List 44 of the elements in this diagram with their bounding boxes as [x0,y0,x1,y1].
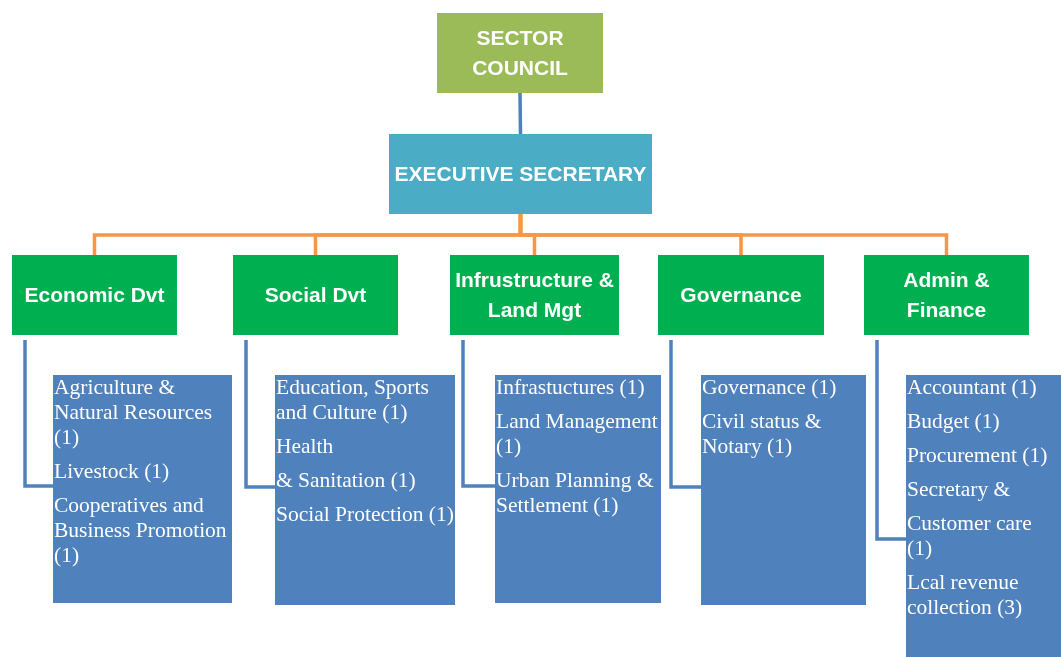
box-title: EXECUTIVE SECRETARY [394,161,647,187]
unit-item-text: Cooperatives and Business Promotion (1) [54,493,228,568]
box-title: Infrustructure & Land Mgt [454,267,615,323]
council-box [437,13,603,93]
unit-item-text: Health [276,434,335,459]
unit-item-text: Lcal revenue collection (3) [907,570,1024,620]
box-title: Social Dvt [264,282,367,308]
box-title: SECTOR COUNCIL [471,25,569,81]
unit-box [275,375,455,605]
org-branch-line [518,214,949,255]
department-box [12,255,177,335]
connector-line [875,340,906,541]
department-box [233,255,398,335]
unit-box [53,375,232,603]
unit-item-text: Civil status & Notary (1) [702,409,823,459]
connector-line [244,340,275,489]
unit-item-text: Infrastuctures (1) [496,375,646,400]
box-title: Admin & Finance [902,267,991,323]
unit-item-text: Livestock (1) [54,459,171,484]
unit-item-text: & Sanitation (1) [276,468,417,493]
unit-item-text: Education, Sports and Culture (1) [276,375,430,425]
box-title: Economic Dvt [24,282,165,308]
unit-item-text: Governance (1) [702,375,838,400]
unit-item-text: Agriculture & Natural Resources (1) [54,375,214,450]
department-box [450,255,619,335]
unit-item-text: Procurement (1) [907,443,1049,468]
connector-line [23,340,53,488]
connector-line [461,340,495,488]
box-title: Governance [680,282,802,308]
connector-line [669,340,701,489]
unit-item-text: Secretary & [907,477,1012,502]
unit-item-text: Accountant (1) [907,375,1038,400]
unit-item-text: Social Protection (1) [276,502,455,527]
unit-item-text: Customer care (1) [907,511,1033,561]
department-box [864,255,1029,335]
unit-item-text: Budget (1) [907,409,1001,434]
unit-box [701,375,866,605]
unit-item-text: Land Management (1) [496,409,659,459]
unit-box [495,375,661,603]
connector-line [518,92,523,135]
unit-item-text: Urban Planning & Settlement (1) [496,468,655,518]
executive-box [389,134,652,214]
unit-box [906,375,1061,657]
department-box [658,255,824,335]
